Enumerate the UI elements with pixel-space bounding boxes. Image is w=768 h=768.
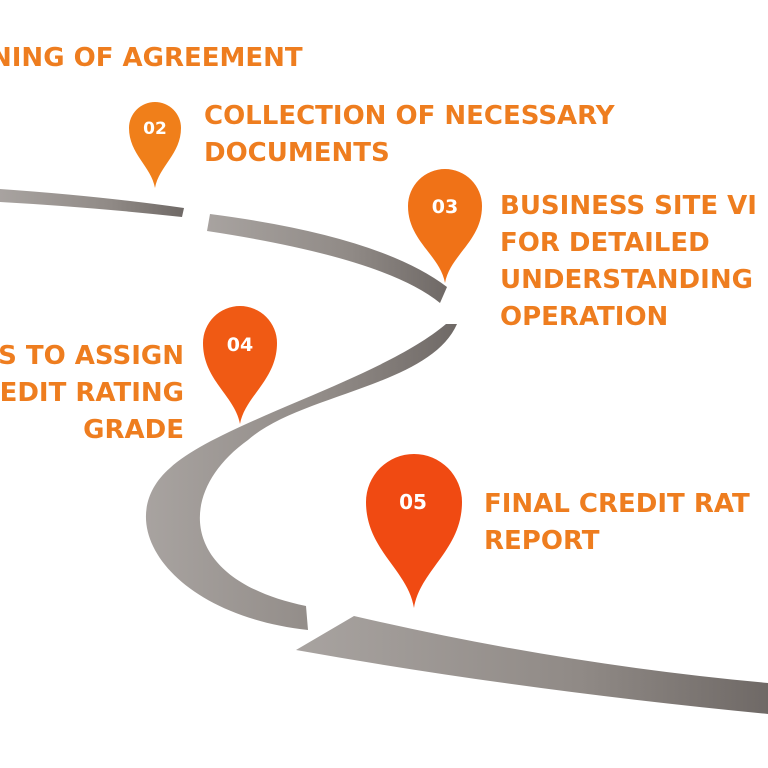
- step-4-number: 04: [227, 334, 253, 356]
- step-4-marker-icon: 04: [203, 306, 277, 424]
- step-3-line-4: OPERATION: [500, 302, 669, 332]
- step-2-label: COLLECTION OF NECESSARY DOCUMENTS: [204, 98, 615, 172]
- road-segment-2: [207, 214, 447, 303]
- step-3-marker-icon: 03: [408, 169, 482, 283]
- step-5-marker-icon: 05: [366, 454, 462, 608]
- step-4-line-2: EDIT RATING: [0, 378, 184, 408]
- step-2-number: 02: [143, 119, 167, 139]
- step-3-label: BUSINESS SITE VI FOR DETAILED UNDERSTAND…: [500, 188, 757, 336]
- step-1-line-1: NING OF AGREEMENT: [0, 43, 303, 73]
- road-segment-4: [296, 616, 768, 714]
- step-3-line-3: UNDERSTANDING: [500, 265, 753, 295]
- step-3-number: 03: [432, 196, 458, 218]
- step-4-label: S TO ASSIGN EDIT RATING GRADE: [0, 338, 184, 449]
- step-5-line-2: REPORT: [484, 526, 600, 556]
- step-3-line-1: BUSINESS SITE VI: [500, 191, 757, 221]
- step-5-number: 05: [399, 490, 427, 514]
- road-segment-3: [145, 324, 457, 630]
- step-2-line-1: COLLECTION OF NECESSARY: [204, 101, 615, 131]
- step-4-line-3: GRADE: [83, 415, 184, 445]
- step-4-line-1: S TO ASSIGN: [0, 341, 184, 371]
- step-2-line-2: DOCUMENTS: [204, 138, 390, 168]
- step-5-line-1: FINAL CREDIT RAT: [484, 489, 750, 519]
- step-5-label: FINAL CREDIT RAT REPORT: [484, 486, 750, 560]
- step-2-marker-icon: 02: [129, 102, 181, 188]
- road-segment-1: [0, 189, 184, 217]
- step-3-line-2: FOR DETAILED: [500, 228, 710, 258]
- step-1-label: NING OF AGREEMENT: [0, 40, 303, 77]
